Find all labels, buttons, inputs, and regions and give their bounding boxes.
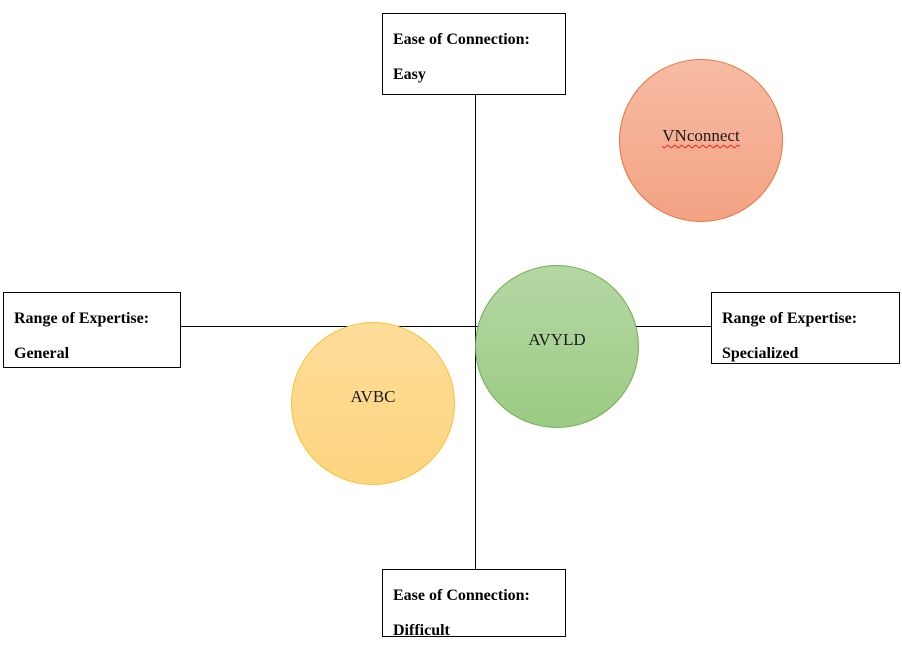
bubble-avbc-label: AVBC <box>350 387 396 406</box>
axis-label-left-title: Range of Expertise: <box>14 310 150 327</box>
bubble-vnconnect: VNconnect <box>619 59 783 222</box>
bubble-avyld: AVYLD <box>475 265 639 428</box>
axis-label-top-value: Easy <box>393 66 426 83</box>
axis-label-left-value: General <box>14 345 70 362</box>
axis-label-right-title: Range of Expertise: <box>722 310 858 327</box>
axis-label-bottom-title: Ease of Connection: <box>393 587 530 604</box>
axis-label-bottom-value: Difficult <box>393 622 450 639</box>
axis-label-right-value: Specialized <box>722 345 799 362</box>
axis-label-top: Ease of Connection: Easy <box>382 13 566 95</box>
bubble-avyld-label: AVYLD <box>528 330 586 349</box>
axis-label-left: Range of Expertise: General <box>3 292 181 368</box>
bubble-avbc: AVBC <box>291 322 455 485</box>
axis-label-bottom: Ease of Connection: Difficult <box>382 569 566 639</box>
bubble-vnconnect-label: VNconnect <box>662 126 740 145</box>
axis-label-right: Range of Expertise: Specialized <box>711 292 900 364</box>
horizontal-axis-line <box>180 326 711 327</box>
axis-label-top-title: Ease of Connection: <box>393 31 530 48</box>
